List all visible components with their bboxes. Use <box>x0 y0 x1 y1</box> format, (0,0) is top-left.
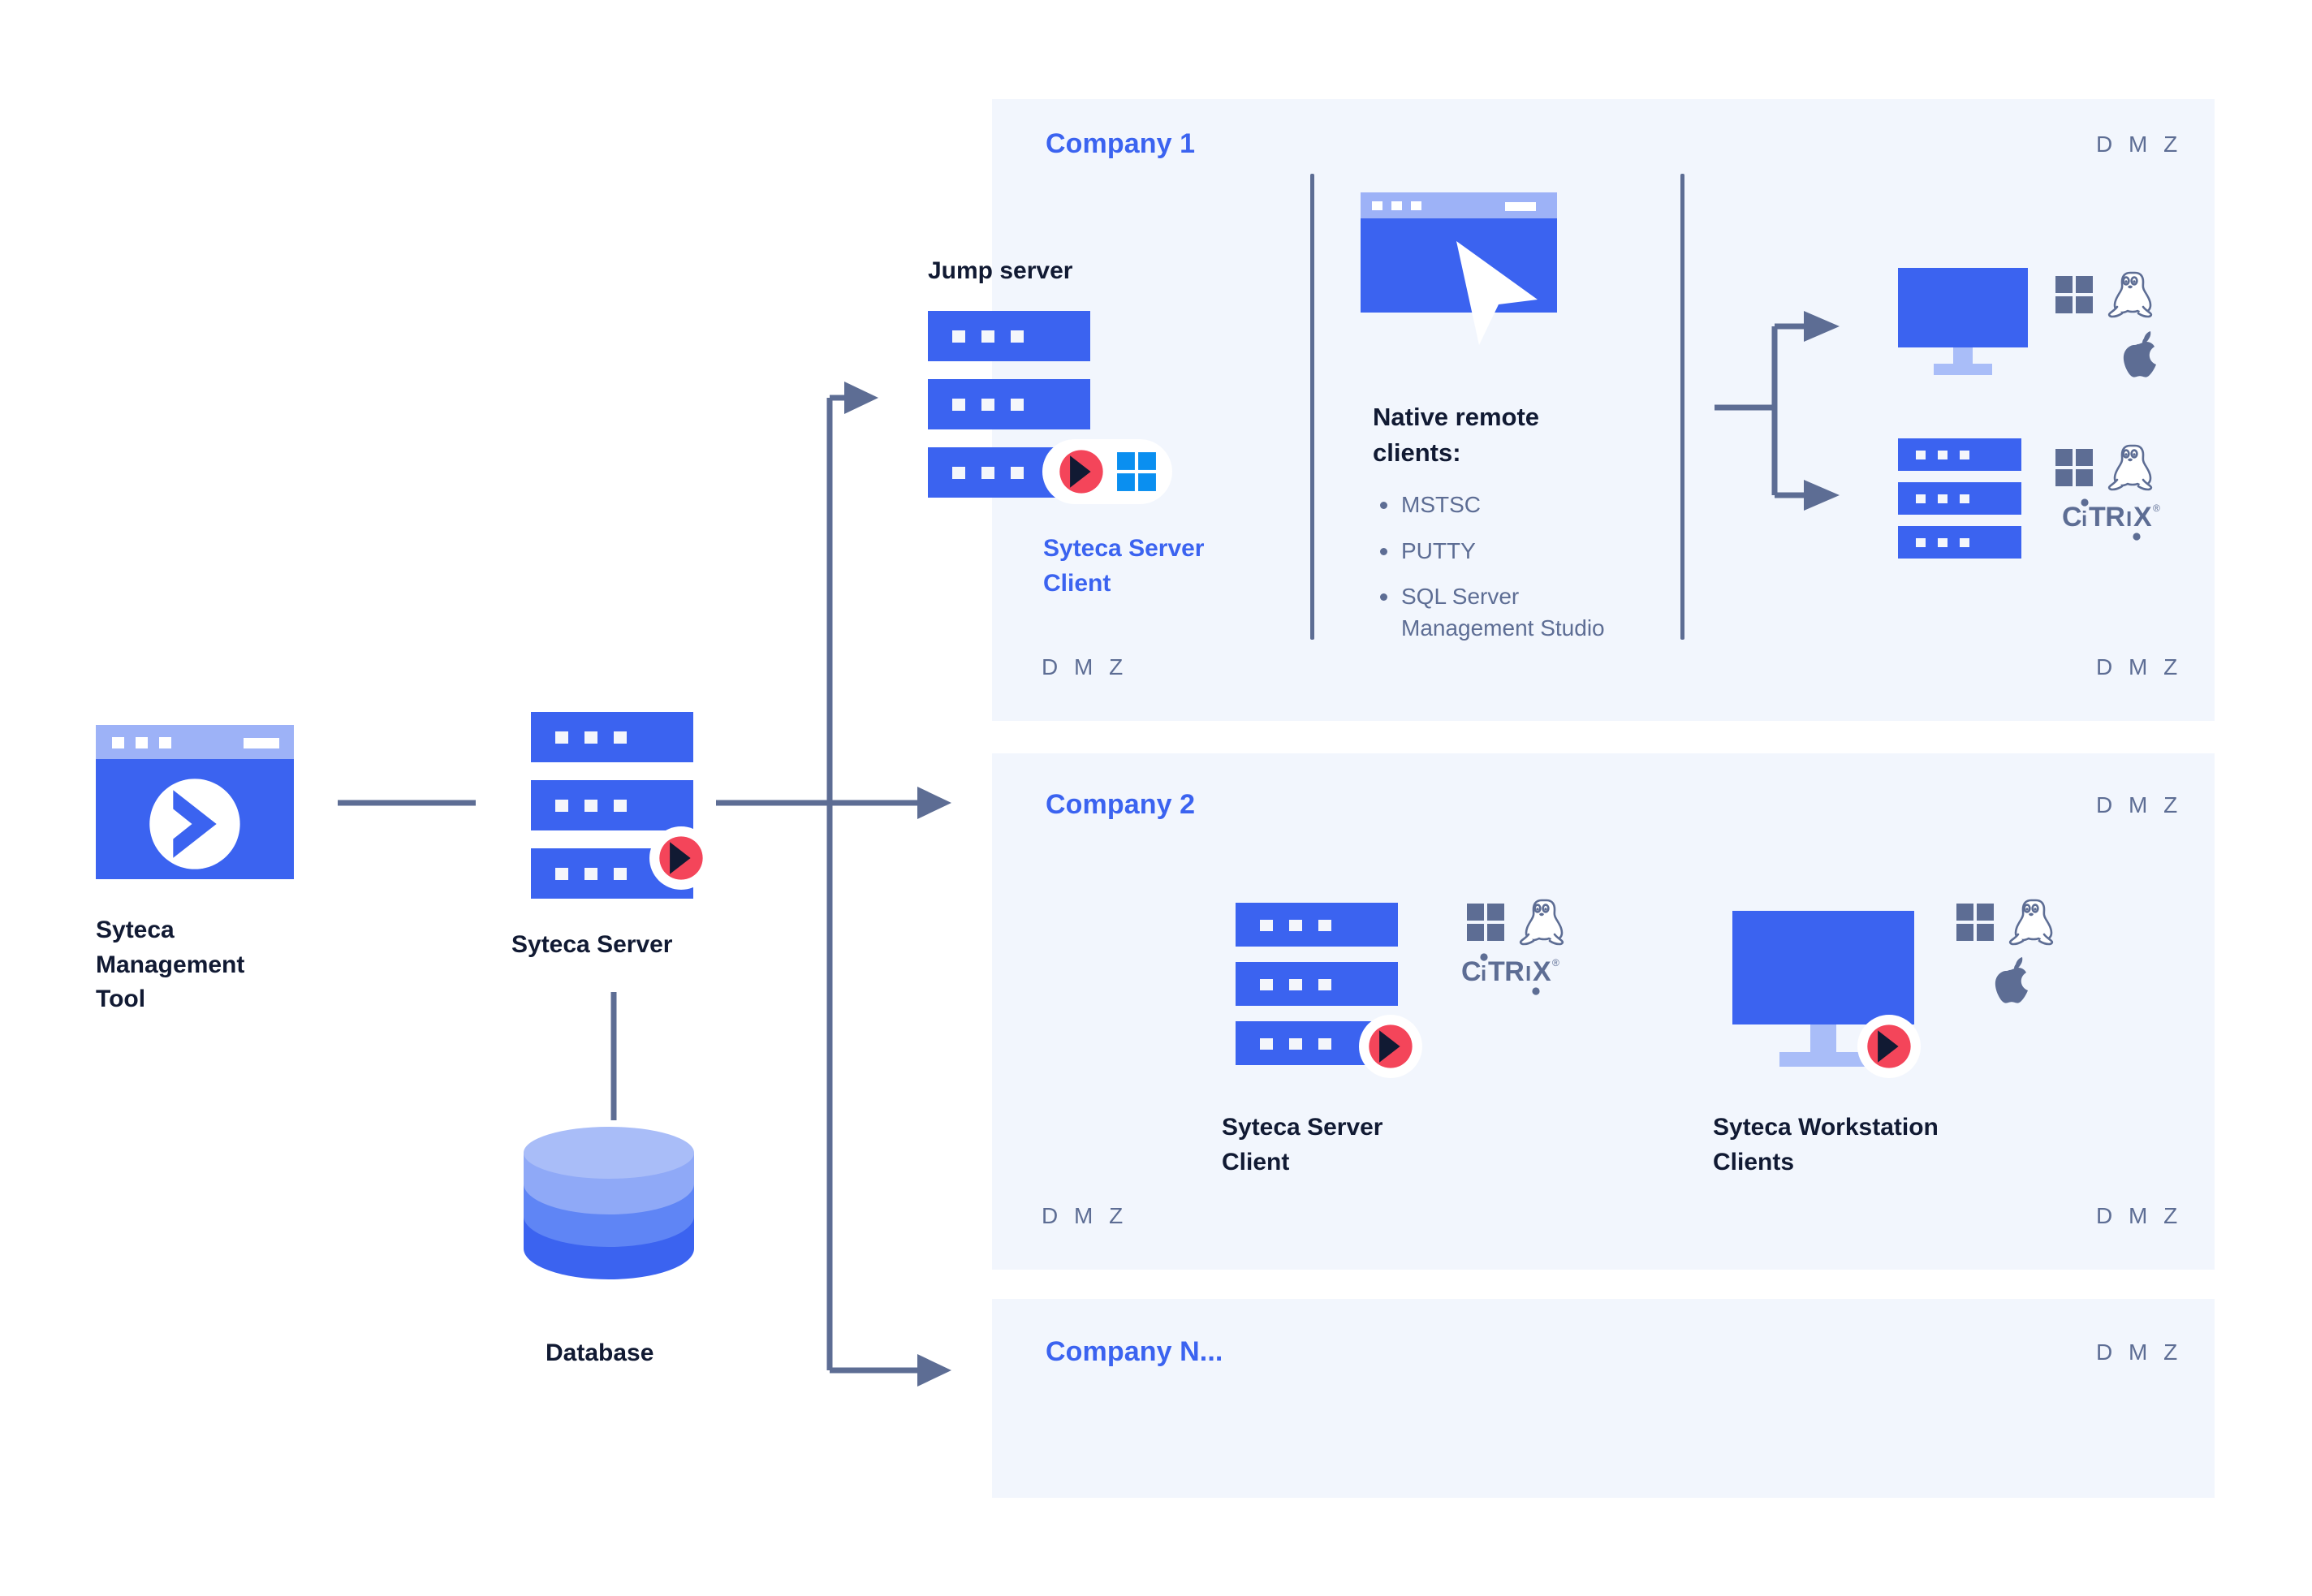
company-1-target-server-icon <box>1898 438 2021 559</box>
syteca-logo-badge-company-2-workstation <box>1857 1015 1921 1078</box>
native-remote-clients-list: MSTSC PUTTY SQL Server Management Studio <box>1377 490 1612 659</box>
arrowhead-company-2 <box>917 787 951 819</box>
syteca-logo-icon <box>1369 1024 1413 1068</box>
server-unit-2 <box>1236 962 1398 1006</box>
jump-server-label: Jump server <box>928 257 1073 284</box>
svg-text:TR: TR <box>2089 502 2124 533</box>
citrix-icon: C i TR I X ® <box>1461 951 1567 997</box>
monitor-neck <box>1810 1024 1836 1052</box>
window-dot-2 <box>1391 201 1402 210</box>
citrix-icon: C i TR I X ® <box>2062 497 2168 542</box>
svg-text:i: i <box>1481 961 1486 986</box>
syteca-server-stack <box>531 712 693 899</box>
window-bar-right <box>1505 202 1536 211</box>
jump-server-client-label: Syteca Server Client <box>1043 535 1205 597</box>
company-1-dmz-bottom-right: D M Z <box>2096 654 2183 679</box>
company-2-dmz-top-right: D M Z <box>2096 792 2183 817</box>
window-dot-3 <box>1411 201 1421 210</box>
svg-text:®: ® <box>1552 957 1559 968</box>
windows-icon <box>2055 276 2093 313</box>
company-2-panel <box>992 753 2215 1270</box>
window-dot-3 <box>159 737 171 748</box>
linux-icon <box>2107 444 2153 491</box>
list-item-ssms: SQL Server Management Studio <box>1377 581 1612 644</box>
monitor-foot <box>1934 364 1992 375</box>
syteca-server-label: Syteca Server <box>511 931 673 958</box>
window-dot-1 <box>1372 201 1382 210</box>
window-bar-right <box>244 738 279 748</box>
apple-icon <box>1995 957 2028 1003</box>
company-1-title: Company 1 <box>1046 128 1196 159</box>
syteca-logo-icon <box>659 836 703 880</box>
arrowhead-jump-server <box>844 382 878 414</box>
database-label: Database <box>546 1339 654 1366</box>
svg-text:X: X <box>2133 502 2152 533</box>
company-n-title: Company N... <box>1046 1336 1223 1367</box>
server-unit-1 <box>928 311 1090 361</box>
server-unit-1 <box>1236 903 1398 947</box>
linux-icon <box>2107 271 2153 318</box>
svg-text:®: ® <box>2153 503 2160 514</box>
monitor-neck <box>1953 347 1973 364</box>
company-2-dmz-bottom-right: D M Z <box>2096 1203 2183 1228</box>
syteca-logo-icon <box>1867 1024 1911 1068</box>
windows-icon <box>2055 449 2093 486</box>
svg-text:I: I <box>2126 507 2132 531</box>
server-unit-1 <box>1898 438 2021 471</box>
jump-server-client-badges <box>1042 439 1172 504</box>
syteca-logo-icon <box>149 779 240 869</box>
server-unit-2 <box>928 379 1090 429</box>
server-unit-2 <box>531 780 693 830</box>
svg-text:i: i <box>2081 507 2087 531</box>
server-unit-3 <box>1898 526 2021 559</box>
svg-text:TR: TR <box>1488 956 1524 987</box>
list-item-putty: PUTTY <box>1377 536 1612 567</box>
svg-text:C: C <box>1461 956 1481 987</box>
company-1-dmz-bottom-left: D M Z <box>1042 654 1128 679</box>
company-2-workstation-client-label: Syteca Workstation Clients <box>1713 1114 1939 1175</box>
syteca-logo-badge-server <box>649 826 713 890</box>
company-n-panel <box>992 1299 2215 1498</box>
database-cylinder-icon <box>524 1127 694 1279</box>
syteca-management-tool-window <box>96 725 294 879</box>
monitor-foot <box>1779 1052 1869 1067</box>
windows-icon <box>1117 452 1156 491</box>
management-tool-label: Syteca Management Tool <box>96 917 245 1013</box>
linux-icon <box>2008 899 2054 946</box>
syteca-logo-icon <box>1059 450 1103 494</box>
company-1-panel <box>992 99 2215 721</box>
server-unit-2 <box>1898 482 2021 515</box>
server-unit-1 <box>531 712 693 762</box>
company-1-divider-left <box>1310 174 1314 640</box>
window-dot-1 <box>112 737 124 748</box>
company-1-divider-right <box>1680 174 1684 640</box>
monitor-screen <box>1732 911 1914 1024</box>
window-dot-2 <box>136 737 148 748</box>
company-1-dmz-top-right: D M Z <box>2096 132 2183 157</box>
svg-text:I: I <box>1525 961 1531 986</box>
windows-icon <box>1956 904 1994 941</box>
windows-icon <box>1467 904 1504 941</box>
linux-icon <box>1519 899 1564 946</box>
arrowhead-company-n <box>917 1354 951 1387</box>
monitor-screen <box>1898 268 2028 347</box>
svg-text:X: X <box>1533 956 1551 987</box>
cursor-pointer-icon <box>1456 241 1538 345</box>
company-2-workstation-client-icon <box>1732 911 1914 1067</box>
syteca-logo-badge-company-2-server <box>1359 1015 1422 1078</box>
window-body <box>96 759 294 879</box>
list-item-mstsc: MSTSC <box>1377 490 1612 521</box>
company-1-target-workstation-icon <box>1898 268 2028 375</box>
company-2-title: Company 2 <box>1046 789 1196 820</box>
company-2-dmz-bottom-left: D M Z <box>1042 1203 1128 1228</box>
company-n-dmz: D M Z <box>2096 1339 2183 1365</box>
company-2-server-client-label: Syteca Server Client <box>1222 1114 1383 1175</box>
native-remote-clients-heading: Native remote clients: <box>1373 403 1540 468</box>
apple-icon <box>2123 331 2156 377</box>
svg-text:C: C <box>2062 502 2081 533</box>
